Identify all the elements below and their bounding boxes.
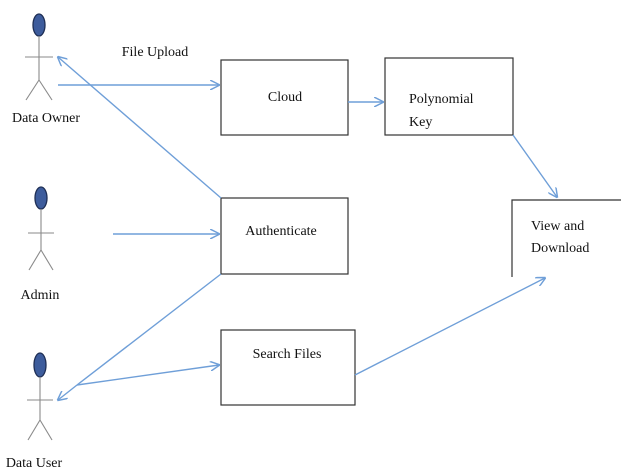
process-label-authenticate: Authenticate bbox=[245, 224, 317, 239]
actor-admin bbox=[28, 186, 54, 271]
connector-key-to-view bbox=[512, 134, 557, 197]
connector-user-to-search bbox=[76, 365, 219, 386]
connector-search-to-view bbox=[354, 278, 545, 376]
process-label-key: Key bbox=[409, 115, 432, 130]
process-box-search-files bbox=[220, 329, 356, 406]
connector-to-data-user bbox=[58, 384, 78, 400]
process-label-search-files: Search Files bbox=[253, 347, 322, 362]
actor-label-data-owner: Data Owner bbox=[12, 111, 80, 126]
connector-authenticate-to-owner bbox=[58, 57, 222, 199]
process-box-cloud bbox=[220, 59, 349, 136]
edge-label-file-upload: File Upload bbox=[122, 45, 189, 60]
process-label-cloud: Cloud bbox=[268, 90, 302, 105]
actor-head-icon bbox=[34, 186, 48, 210]
actor-label-data-user: Data User bbox=[6, 456, 63, 471]
connector-authenticate-to-user bbox=[76, 273, 222, 386]
actor-head-icon bbox=[33, 352, 47, 378]
actor-head-icon bbox=[32, 13, 46, 37]
process-label-polynomial: Polynomial bbox=[409, 92, 474, 107]
process-box-view-download bbox=[511, 199, 621, 277]
actor-label-admin: Admin bbox=[21, 288, 60, 303]
actor-data-owner bbox=[25, 13, 53, 101]
process-box-authenticate bbox=[220, 197, 349, 275]
process-label-view-and: View and bbox=[531, 219, 584, 234]
actor-data-user bbox=[27, 352, 53, 441]
process-box-polynomial-key bbox=[384, 57, 514, 136]
process-label-download: Download bbox=[531, 241, 589, 256]
